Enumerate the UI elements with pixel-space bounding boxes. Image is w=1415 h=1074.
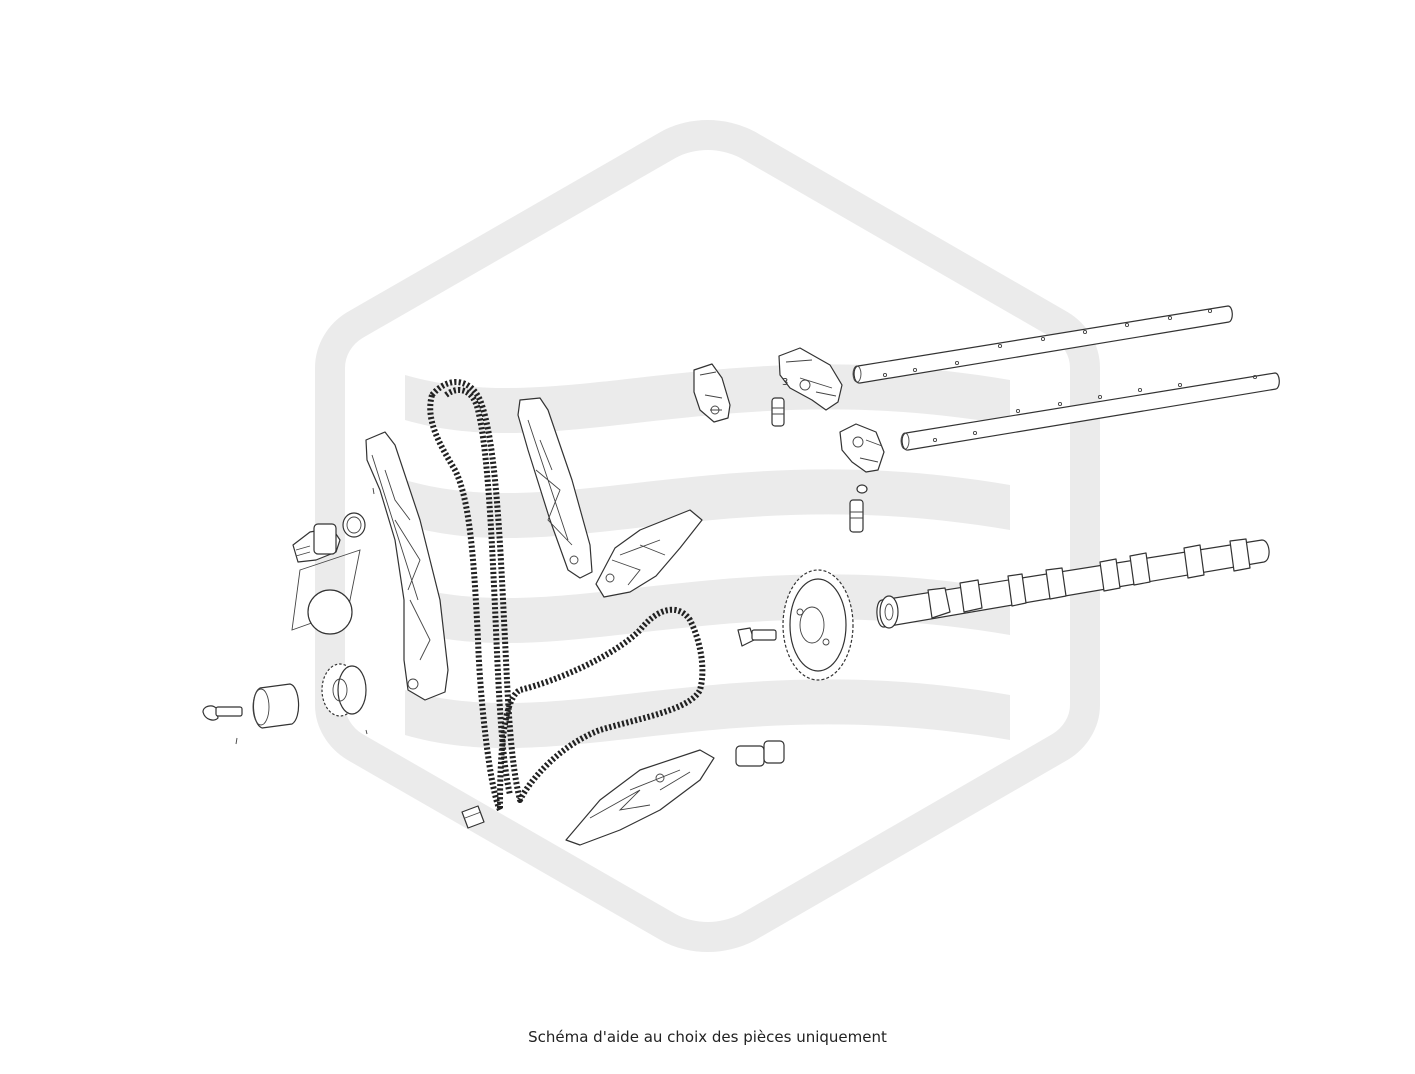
crankshaft-bushing xyxy=(252,683,300,729)
camshaft-sprocket-bolt xyxy=(737,627,777,647)
rocker-arm-right: 3 xyxy=(778,347,843,411)
callout-label-3: 3 xyxy=(782,377,788,388)
chain-tensioner-piston xyxy=(292,523,341,563)
upper-chain-guide xyxy=(517,397,593,579)
rocker-arm-left xyxy=(693,363,731,423)
reference-marks xyxy=(235,487,375,745)
crankshaft-bolt xyxy=(202,705,243,721)
camshaft xyxy=(876,538,1270,629)
lash-adjuster-lower xyxy=(849,484,868,533)
rocker-arm-lower xyxy=(839,423,885,473)
tensioner-rail-left xyxy=(365,431,449,701)
rocker-shaft-upper xyxy=(852,305,1233,384)
diagram-caption: Schéma d'aide au choix des pièces unique… xyxy=(528,1028,887,1046)
rocker-shaft-lower xyxy=(900,372,1280,451)
crankshaft-sprocket xyxy=(321,663,367,717)
upper-right-guide-blade xyxy=(595,509,703,598)
timing-chain xyxy=(427,379,706,813)
lash-adjuster-top-left xyxy=(771,397,785,427)
lower-chain-guide xyxy=(565,749,715,846)
hexagon-logo-watermark xyxy=(315,119,1100,953)
tensioner-gasket-sheet xyxy=(291,549,361,635)
camshaft-sprocket xyxy=(782,569,854,681)
tensioner-seal-ring xyxy=(342,512,366,538)
guide-pin xyxy=(735,740,785,767)
chain-link-clip xyxy=(461,805,485,829)
